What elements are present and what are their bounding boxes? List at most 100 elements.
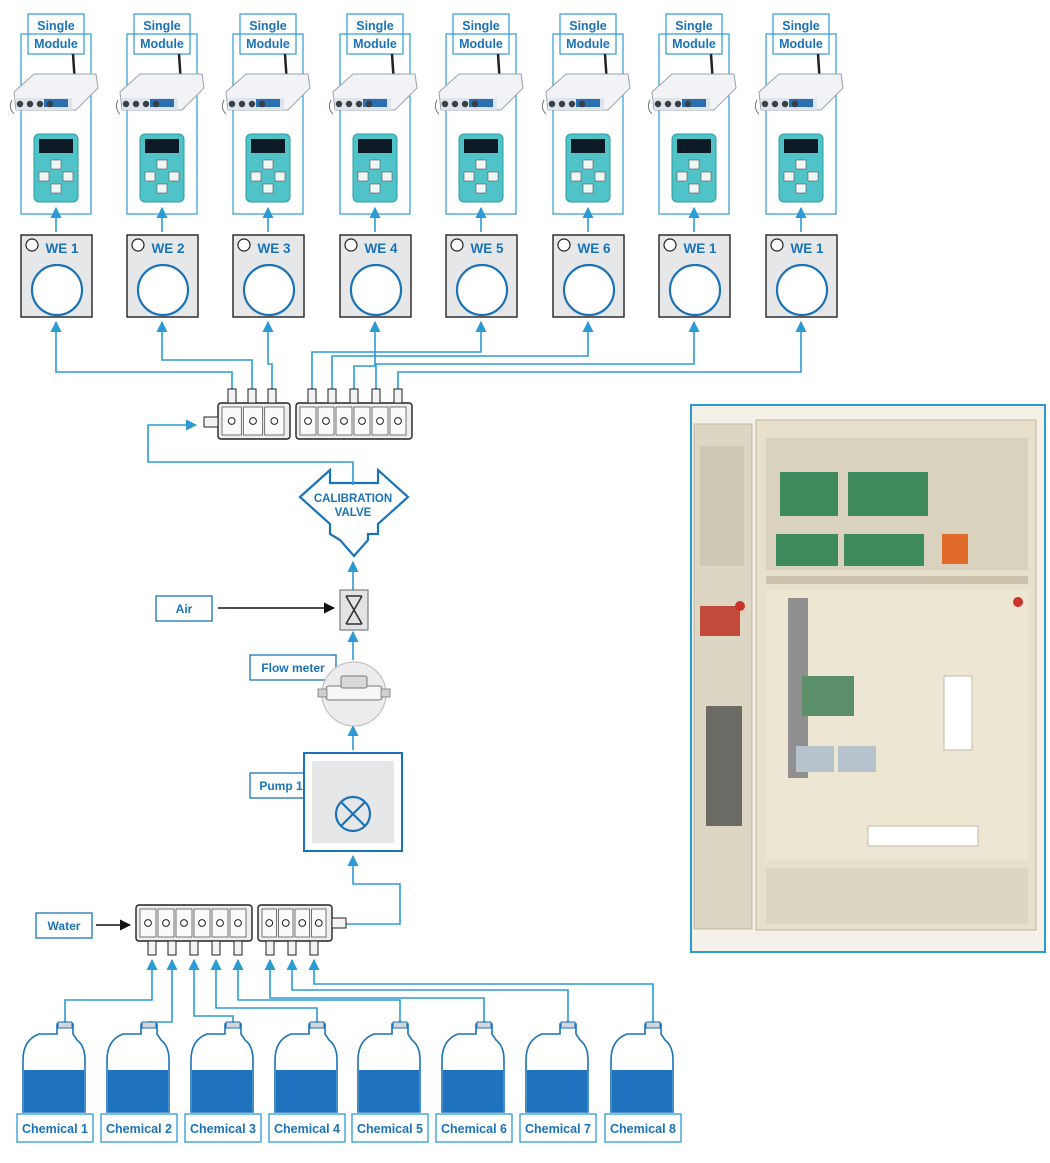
module-label-line2: Module <box>34 37 78 51</box>
controller-screen <box>677 139 711 153</box>
module-label-line2: Module <box>779 37 823 51</box>
pump: Pump 1 <box>249 752 403 852</box>
module-label-line1: Single <box>143 19 181 33</box>
upper-distribution-lines <box>50 320 807 389</box>
chemical-container: Chemical 6 <box>435 1021 513 1143</box>
we-cell: WE 4 <box>339 234 412 318</box>
module-label-line2: Module <box>353 37 397 51</box>
controller-device <box>778 133 824 203</box>
pump-label: Pump 1 <box>259 779 303 793</box>
module-label-line1: Single <box>37 19 75 33</box>
cell-indicator-icon <box>25 238 39 252</box>
cell-label: WE 1 <box>683 241 716 256</box>
electrode-circle <box>349 263 403 317</box>
chemical-label: Chemical 5 <box>357 1122 423 1136</box>
chemical-label: Chemical 8 <box>610 1122 676 1136</box>
chemical-container: Chemical 4 <box>268 1021 346 1143</box>
cell-indicator-icon <box>450 238 464 252</box>
calibration-valve-line2: VALVE <box>335 507 372 519</box>
electrode-circle <box>136 263 190 317</box>
chemical-container: Chemical 1 <box>16 1021 94 1143</box>
cabinet-photo <box>690 404 1046 953</box>
pump-symbol-icon <box>334 795 372 833</box>
controller-device <box>245 133 291 203</box>
we-cell: WE 1 <box>658 234 731 318</box>
cell-indicator-icon <box>237 238 251 252</box>
cell-indicator-icon <box>557 238 571 252</box>
wireless-module-device <box>754 73 844 115</box>
module-label-line2: Module <box>672 37 716 51</box>
cell-indicator-icon <box>770 238 784 252</box>
chemical-supply-lines <box>64 958 654 1023</box>
flow-meter: Flow meter <box>249 654 391 727</box>
chemical-label: Chemical 3 <box>190 1122 256 1136</box>
calibration-valve-shape <box>298 467 410 558</box>
water-input: Water <box>35 912 132 939</box>
water-label: Water <box>48 919 81 933</box>
we-cell: WE 3 <box>232 234 305 318</box>
chemical-label: Chemical 1 <box>22 1122 88 1136</box>
cell-label: WE 1 <box>45 241 78 256</box>
wireless-module-device <box>434 73 524 115</box>
wireless-module-device <box>9 73 99 115</box>
electrode-circle <box>455 263 509 317</box>
chemical-containers: Chemical 1 Chemical 2 Chemical 3 Chemical 4… <box>16 1021 682 1143</box>
wireless-module-device <box>647 73 737 115</box>
electrode-circle <box>775 263 829 317</box>
controller-device <box>458 133 504 203</box>
wireless-module-device <box>115 73 205 115</box>
electrode-circle <box>242 263 296 317</box>
cell-label: WE 1 <box>790 241 823 256</box>
calibration-valve: CALIBRATION VALVE <box>298 467 410 558</box>
flow-meter-label: Flow meter <box>261 661 325 675</box>
module-label-line2: Module <box>459 37 503 51</box>
lower-manifold <box>135 904 347 956</box>
water-label-box <box>35 912 93 939</box>
manifold-block-group <box>217 388 413 440</box>
controller-screen <box>145 139 179 153</box>
chemical-container: Chemical 3 <box>184 1021 262 1143</box>
chemical-container: Chemical 8 <box>604 1021 682 1143</box>
chemical-container: Chemical 7 <box>519 1021 597 1143</box>
module-label-line1: Single <box>462 19 500 33</box>
controller-screen <box>358 139 392 153</box>
single-modules: SingleModuleSingleModuleSingleModuleSing… <box>9 13 844 232</box>
cell-indicator-icon <box>344 238 358 252</box>
cell-label: WE 4 <box>364 241 397 256</box>
module-label-line1: Single <box>782 19 820 33</box>
flow-meter-top <box>340 675 368 689</box>
manifold-block-group <box>135 904 333 956</box>
chemical-label: Chemical 6 <box>441 1122 507 1136</box>
cell-label: WE 3 <box>257 241 290 256</box>
controller-screen <box>251 139 285 153</box>
controller-device <box>352 133 398 203</box>
we-cell: WE 6 <box>552 234 625 318</box>
cell-label: WE 6 <box>577 241 610 256</box>
module-label-line2: Module <box>140 37 184 51</box>
controller-device <box>671 133 717 203</box>
cell-label: WE 5 <box>470 241 503 256</box>
we-cell: WE 1 <box>20 234 93 318</box>
wireless-module-device <box>541 73 631 115</box>
controller-device <box>33 133 79 203</box>
cabinet-illustration <box>692 406 1044 951</box>
air-label-box <box>155 595 213 622</box>
chemical-label: Chemical 2 <box>106 1122 172 1136</box>
we-cell: WE 2 <box>126 234 199 318</box>
cell-indicator-icon <box>663 238 677 252</box>
controller-device <box>565 133 611 203</box>
wireless-module-device <box>221 73 311 115</box>
module-label-line2: Module <box>566 37 610 51</box>
module-label-line2: Module <box>246 37 290 51</box>
module-label-line1: Single <box>356 19 394 33</box>
main-flow-lines <box>147 419 401 925</box>
cell-indicator-icon <box>131 238 145 252</box>
we-cell: WE 1 <box>765 234 838 318</box>
air-valve-x-icon <box>345 595 363 625</box>
cell-label: WE 2 <box>151 241 184 256</box>
